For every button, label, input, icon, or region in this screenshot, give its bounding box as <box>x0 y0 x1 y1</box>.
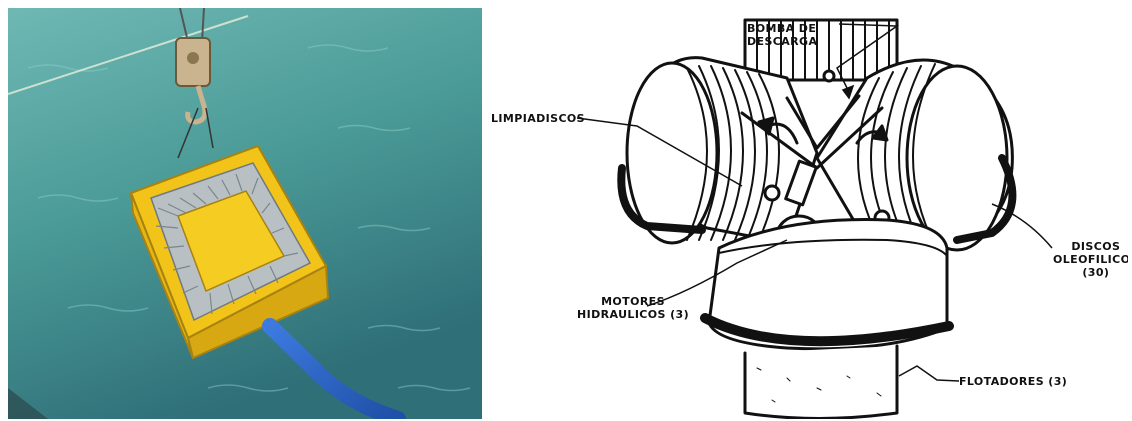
label-motores-line1: MOTORES <box>577 295 689 308</box>
label-bomba-de-descarga: BOMBA DE DESCARGA <box>747 22 817 48</box>
label-bomba-line2: DESCARGA <box>747 35 817 48</box>
label-discos-oleofilicos: DISCOS OLEOFILICOS (30) <box>1053 240 1128 279</box>
label-limpiadiscos: LIMPIADISCOS <box>491 112 585 125</box>
skimmer-diagram-drawing <box>487 8 1128 419</box>
label-discos-line3: (30) <box>1053 266 1128 279</box>
label-flotadores: FLOTADORES (3) <box>959 375 1067 388</box>
skimmer-photo <box>8 8 482 419</box>
label-motores-hidraulicos: MOTORES HIDRAULICOS (3) <box>577 295 689 321</box>
skimmer-diagram: BOMBA DE DESCARGA LIMPIADISCOS DISCOS OL… <box>487 8 1128 419</box>
label-discos-line2: OLEOFILICOS <box>1053 253 1128 266</box>
label-motores-line2: HIDRAULICOS (3) <box>577 308 689 321</box>
label-discos-line1: DISCOS <box>1053 240 1128 253</box>
skimmer-photo-image <box>8 8 482 419</box>
label-bomba-line1: BOMBA DE <box>747 22 817 35</box>
